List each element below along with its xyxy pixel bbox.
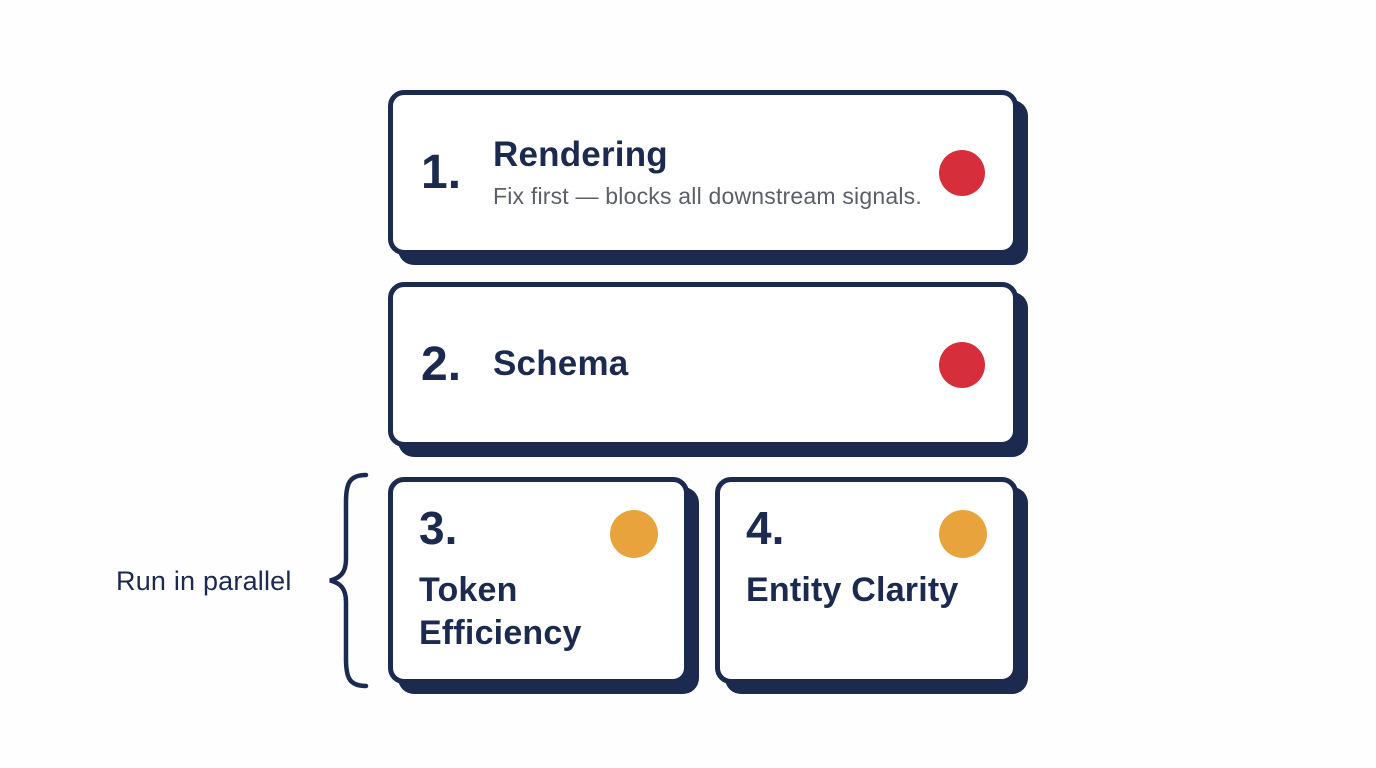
status-dot-icon (610, 510, 658, 558)
card-number: 3. (419, 502, 458, 554)
curly-brace-glyph (329, 472, 369, 689)
card-title: Entity Clarity (746, 570, 959, 609)
card-token-efficiency: 3. Token Efficiency (388, 477, 689, 684)
status-dot-icon (939, 149, 985, 196)
card-rendering: 1. Rendering Fix first — blocks all down… (388, 90, 1018, 255)
card-schema: 2. Schema (388, 282, 1018, 447)
card-body: Rendering Fix first — blocks all downstr… (493, 135, 922, 210)
status-dot-icon (939, 341, 985, 388)
card-entity-clarity: 4. Entity Clarity (715, 477, 1018, 684)
card-subtitle: Fix first — blocks all downstream signal… (493, 183, 922, 210)
card-title: Rendering (493, 134, 668, 174)
card-title: Token Efficiency (419, 570, 582, 653)
card-number: 2. (421, 337, 462, 391)
brace-icon (323, 471, 369, 690)
parallel-label: Run in parallel (116, 566, 292, 596)
card-number: 4. (746, 502, 785, 554)
status-dot-icon (939, 510, 987, 558)
card-number: 1. (421, 145, 462, 199)
card-title: Schema (493, 344, 629, 384)
card-body: Schema (493, 344, 628, 384)
